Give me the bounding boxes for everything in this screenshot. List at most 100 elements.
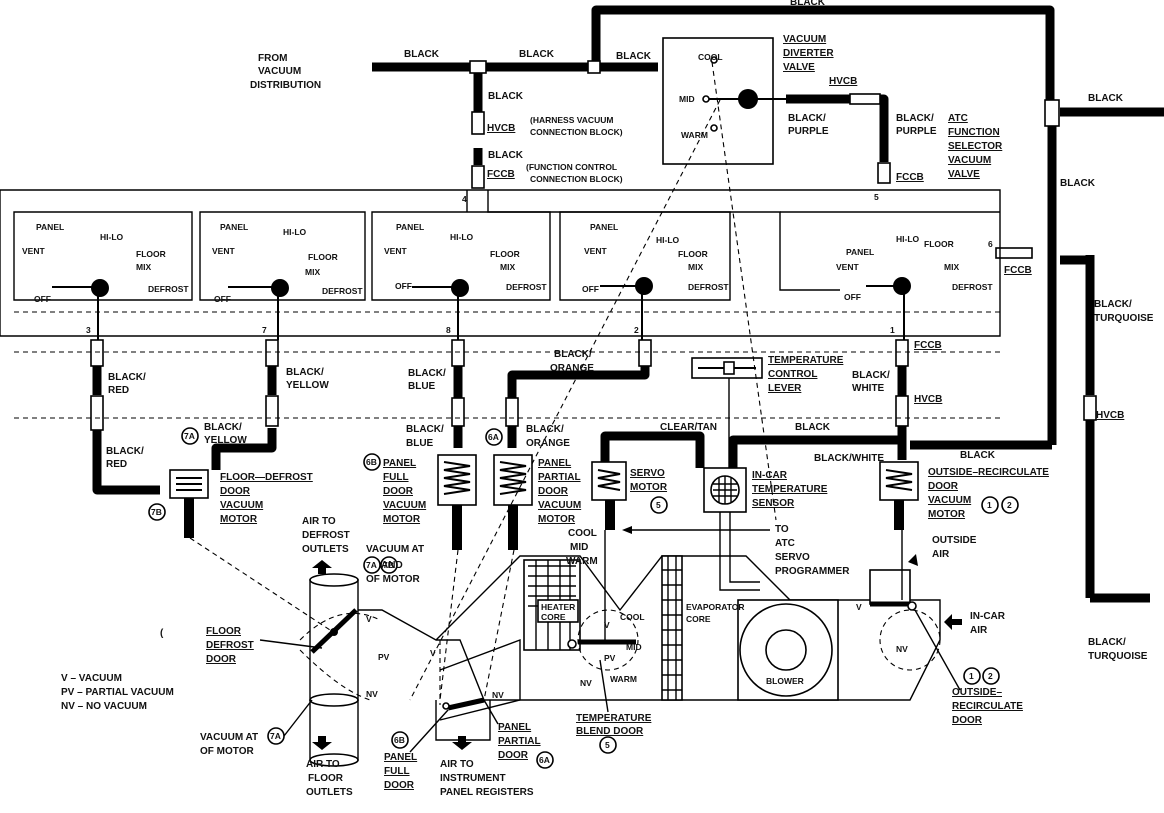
svg-text:DOOR: DOOR — [206, 654, 237, 665]
svg-text:PANEL: PANEL — [36, 222, 64, 232]
svg-text:NV: NV — [580, 678, 592, 688]
svg-text:FUNCTION: FUNCTION — [948, 127, 1000, 138]
svg-text:BLACK/: BLACK/ — [106, 446, 144, 457]
svg-text:VENT: VENT — [384, 246, 407, 256]
svg-text:OUTLETS: OUTLETS — [306, 787, 353, 798]
svg-text:BLACK/: BLACK/ — [896, 113, 934, 124]
svg-text:DISTRIBUTION: DISTRIBUTION — [250, 80, 321, 91]
svg-text:BLOWER: BLOWER — [766, 676, 804, 686]
svg-text:TEMPERATURE: TEMPERATURE — [576, 713, 652, 724]
svg-text:FLOOR: FLOOR — [308, 773, 344, 784]
temperature-control-lever — [691, 357, 763, 468]
svg-text:PANEL REGISTERS: PANEL REGISTERS — [440, 787, 534, 798]
svg-text:OFF: OFF — [844, 292, 861, 302]
svg-text:BLACK/: BLACK/ — [204, 422, 242, 433]
svg-text:V: V — [430, 648, 436, 658]
svg-text:DOOR: DOOR — [538, 486, 569, 497]
svg-text:6A: 6A — [539, 755, 550, 765]
svg-text:CONNECTION BLOCK): CONNECTION BLOCK) — [530, 127, 623, 137]
svg-text:FLOOR—DEFROST: FLOOR—DEFROST — [220, 472, 313, 483]
svg-text:NV: NV — [492, 690, 504, 700]
svg-text:1: 1 — [969, 671, 974, 681]
svg-text:MID: MID — [626, 642, 642, 652]
svg-text:TURQUOISE: TURQUOISE — [1088, 651, 1148, 662]
svg-text:FULL: FULL — [384, 766, 410, 777]
svg-text:SERVO: SERVO — [775, 552, 810, 563]
svg-text:FLOOR: FLOOR — [206, 626, 242, 637]
svg-text:FCCB: FCCB — [896, 172, 924, 183]
svg-text:PV – PARTIAL VACUUM: PV – PARTIAL VACUUM — [61, 687, 174, 698]
svg-text:MID: MID — [570, 542, 588, 553]
svg-text:7: 7 — [262, 325, 267, 335]
svg-text:V: V — [856, 602, 862, 612]
svg-text:1: 1 — [987, 500, 992, 510]
svg-text:7B: 7B — [383, 560, 394, 570]
svg-text:OUTSIDE–: OUTSIDE– — [952, 687, 1002, 698]
svg-text:(HARNESS VACUUM: (HARNESS VACUUM — [530, 115, 613, 125]
svg-text:RECIRCULATE: RECIRCULATE — [952, 701, 1023, 712]
svg-text:3: 3 — [86, 325, 91, 335]
svg-text:PV: PV — [378, 652, 390, 662]
svg-text:MOTOR: MOTOR — [220, 514, 258, 525]
svg-text:FULL: FULL — [383, 472, 409, 483]
svg-text:YELLOW: YELLOW — [286, 380, 329, 391]
svg-text:MOTOR: MOTOR — [928, 509, 966, 520]
svg-text:EVAPORATOR: EVAPORATOR — [686, 602, 745, 612]
svg-text:BLACK: BLACK — [519, 49, 555, 60]
svg-text:COOL: COOL — [698, 52, 723, 62]
svg-text:7A: 7A — [184, 431, 195, 441]
svg-text:COOL: COOL — [568, 528, 597, 539]
incar-temperature-sensor — [703, 467, 760, 591]
svg-text:VACUUM: VACUUM — [783, 34, 826, 45]
svg-text:DEFROST: DEFROST — [952, 282, 993, 292]
svg-text:VACUUM AT: VACUUM AT — [200, 732, 258, 743]
svg-text:PURPLE: PURPLE — [896, 126, 937, 137]
svg-text:BLACK: BLACK — [1088, 93, 1124, 104]
svg-text:OFF: OFF — [582, 284, 599, 294]
svg-text:DOOR: DOOR — [383, 486, 414, 497]
svg-text:FCCB: FCCB — [1004, 265, 1032, 276]
svg-text:PURPLE: PURPLE — [788, 126, 829, 137]
svg-text:BLACK/: BLACK/ — [108, 372, 146, 383]
svg-text:WARM: WARM — [681, 130, 708, 140]
svg-text:WARM: WARM — [566, 556, 598, 567]
flow-arrows — [312, 554, 962, 750]
svg-text:AIR: AIR — [970, 625, 988, 636]
svg-text:CORE: CORE — [541, 612, 566, 622]
svg-text:YELLOW: YELLOW — [204, 435, 247, 446]
svg-text:BLEND DOOR: BLEND DOOR — [576, 726, 644, 737]
svg-text:TURQUOISE: TURQUOISE — [1094, 313, 1154, 324]
svg-text:1: 1 — [890, 325, 895, 335]
svg-text:BLACK/: BLACK/ — [852, 370, 890, 381]
svg-text:DOOR: DOOR — [952, 715, 983, 726]
svg-text:BLACK/: BLACK/ — [788, 113, 826, 124]
svg-text:NV: NV — [896, 644, 908, 654]
svg-text:VACUUM: VACUUM — [383, 500, 426, 511]
svg-text:8: 8 — [446, 325, 451, 335]
svg-text:BLACK: BLACK — [795, 422, 831, 433]
svg-text:BLACK/: BLACK/ — [526, 424, 564, 435]
svg-text:OFF: OFF — [395, 281, 412, 291]
svg-text:DEFROST: DEFROST — [302, 530, 350, 541]
svg-text:OFF: OFF — [214, 294, 231, 304]
svg-text:IN-CAR: IN-CAR — [970, 611, 1006, 622]
svg-text:CONNECTION BLOCK): CONNECTION BLOCK) — [530, 174, 623, 184]
svg-text:OUTLETS: OUTLETS — [302, 544, 349, 555]
svg-text:RED: RED — [108, 385, 129, 396]
svg-text:HVCB: HVCB — [914, 394, 942, 405]
svg-text:BLACK/: BLACK/ — [406, 424, 444, 435]
svg-text:AND: AND — [381, 560, 403, 571]
svg-text:CORE: CORE — [686, 614, 711, 624]
svg-text:6: 6 — [988, 239, 993, 249]
svg-text:AIR TO: AIR TO — [440, 759, 474, 770]
vacuum-diverter-valve: COOL MID WARM — [662, 37, 786, 165]
svg-text:SERVO: SERVO — [630, 468, 665, 479]
svg-text:(: ( — [160, 628, 164, 639]
svg-text:BLACK: BLACK — [960, 450, 996, 461]
svg-text:6B: 6B — [394, 735, 405, 745]
svg-text:AIR: AIR — [932, 549, 950, 560]
svg-text:FLOOR: FLOOR — [678, 249, 708, 259]
svg-text:BLUE: BLUE — [408, 381, 436, 392]
svg-text:BLACK: BLACK — [1060, 178, 1096, 189]
svg-text:PARTIAL: PARTIAL — [538, 472, 581, 483]
